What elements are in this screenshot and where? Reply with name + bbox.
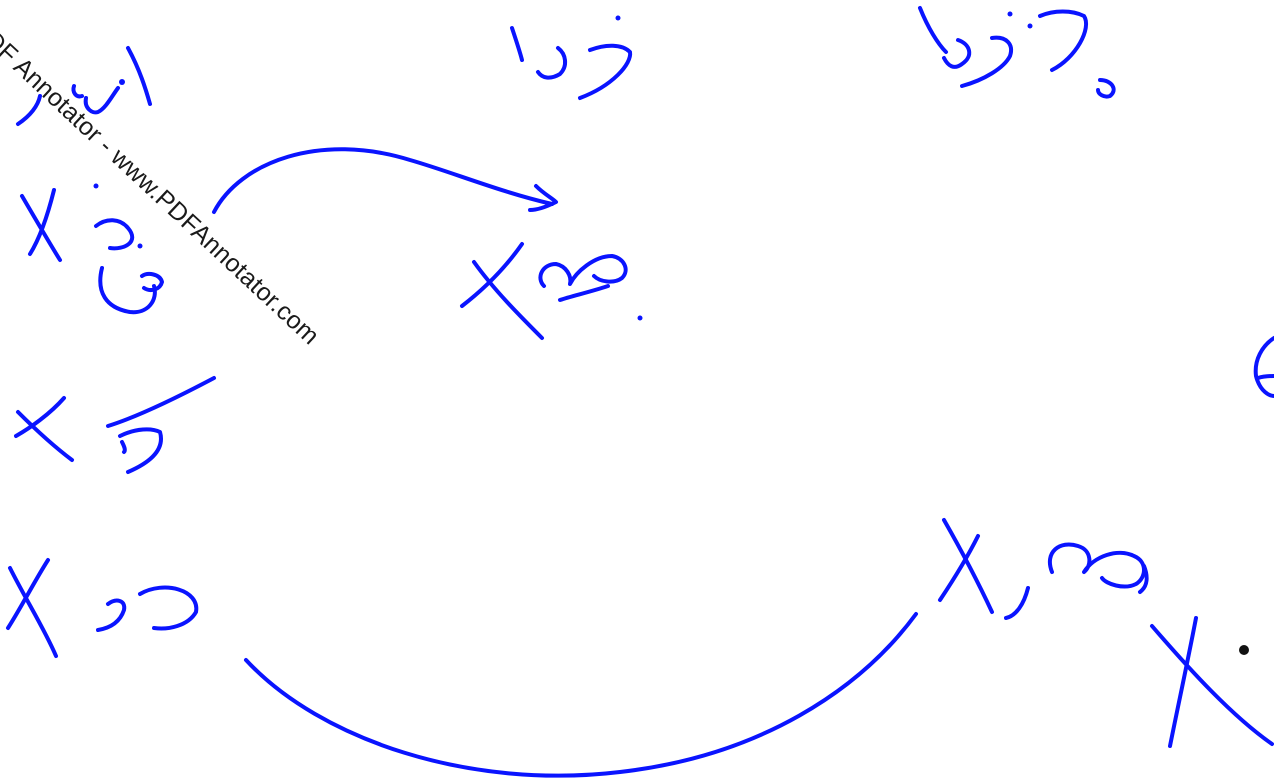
ink-cross-mark-2	[460, 242, 544, 340]
ink-arc-lower	[244, 612, 918, 778]
ink-word-bottom-right	[1004, 542, 1149, 620]
ink-cross-mark-1	[20, 188, 62, 262]
ink-word-bottom-left	[96, 585, 199, 632]
ink-word-top-middle	[510, 15, 633, 100]
ink-word-top-left	[16, 46, 152, 126]
ink-cross-mark-5	[938, 518, 994, 614]
ink-cross-mark-6	[1150, 616, 1274, 748]
ink-fragment-right-edge	[1253, 336, 1274, 398]
ink-cross-mark-3	[14, 396, 74, 462]
ink-word-row2-right	[538, 254, 643, 321]
ink-arrow-upper	[212, 147, 558, 214]
ink-word-top-right	[918, 6, 1116, 99]
ink-cross-mark-4	[6, 558, 58, 658]
ink-word-row2-left	[93, 183, 164, 315]
ink-word-row3	[106, 376, 216, 474]
